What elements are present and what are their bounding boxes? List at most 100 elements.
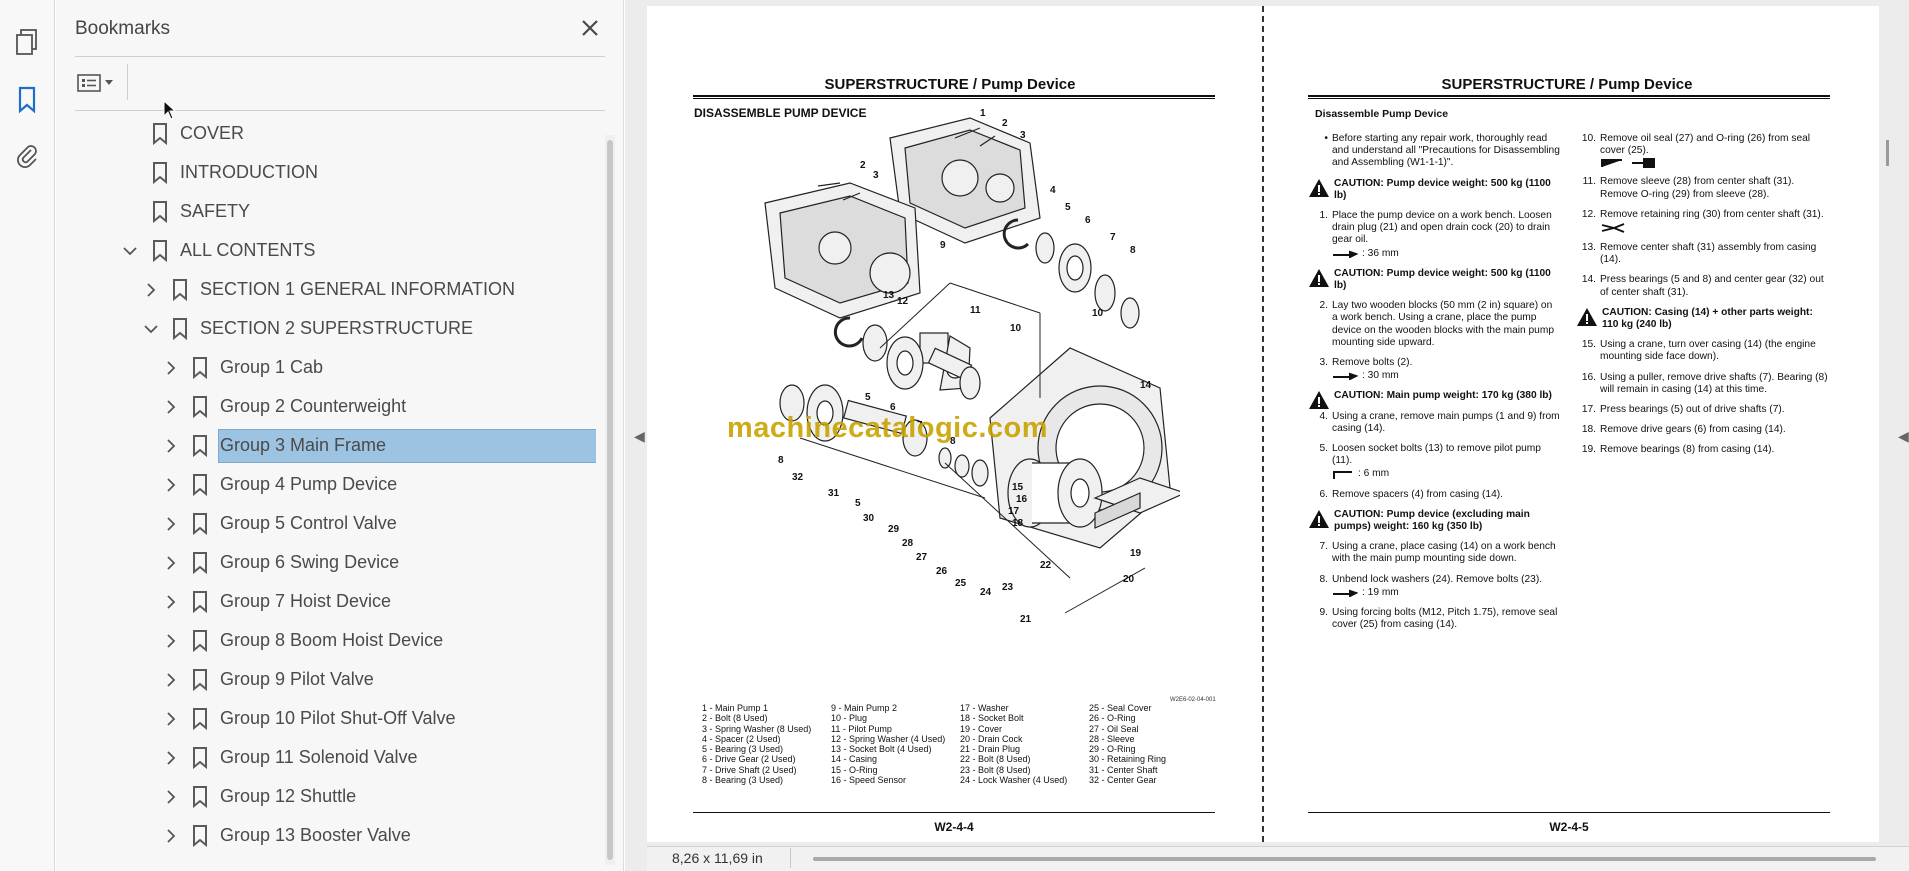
bookmark-item[interactable]: Group 5 Control Valve (56, 506, 596, 542)
chevron-right-icon[interactable] (162, 515, 180, 533)
svg-text:6: 6 (890, 402, 896, 413)
bookmark-item[interactable]: Group 1 Cab (56, 350, 596, 386)
chevron-right-icon[interactable] (162, 359, 180, 377)
bookmark-item[interactable]: Group 11 Solenoid Valve (56, 740, 596, 776)
step-14: 14.Press bearings (5 and 8) and center g… (1576, 274, 1828, 298)
chevron-right-icon[interactable] (162, 671, 180, 689)
tool-spec: : 30 mm (1332, 370, 1560, 382)
legend-column-4: 25 - Seal Cover 26 - O-Ring 27 - Oil Sea… (1089, 703, 1166, 785)
legend-item: 5 - Bearing (3 Used) (702, 744, 784, 755)
bookmark-icon (152, 201, 168, 224)
bookmark-label: Group 1 Cab (220, 357, 324, 377)
step-8: 8.Unbend lock washers (24). Remove bolts… (1308, 574, 1560, 599)
chevron-right-icon[interactable] (142, 281, 160, 299)
bookmarks-icon[interactable] (11, 84, 43, 116)
legend-item: 17 - Washer (960, 703, 1009, 713)
tool-size: : 30 mm (1362, 370, 1399, 382)
svg-text:5: 5 (865, 392, 871, 403)
bookmark-item[interactable]: Group 12 Shuttle (56, 779, 596, 815)
caution-text: CAUTION: Casing (14) + other parts weigh… (1602, 306, 1813, 331)
svg-text:31: 31 (828, 488, 840, 499)
step-5: 5.Loosen socket bolts (13) to remove pil… (1308, 443, 1560, 481)
panel-scrollbar-thumb[interactable] (607, 140, 613, 860)
bookmark-item[interactable]: Group 4 Pump Device (56, 467, 596, 503)
svg-text:21: 21 (1020, 614, 1032, 625)
caution-3: CAUTION: Main pump weight: 170 kg (380 l… (1308, 390, 1560, 410)
bookmark-item[interactable]: COVER (56, 116, 596, 152)
bookmark-item[interactable]: Group 7 Hoist Device (56, 584, 596, 620)
svg-text:14: 14 (1140, 380, 1152, 391)
chevron-down-icon[interactable] (121, 242, 139, 260)
bookmark-item[interactable]: Group 10 Pilot Shut-Off Valve (56, 701, 596, 737)
chevron-right-icon[interactable] (162, 476, 180, 494)
svg-text:2: 2 (1002, 118, 1008, 129)
status-divider (790, 848, 791, 868)
svg-text:27: 27 (916, 552, 928, 563)
bookmark-item[interactable]: INTRODUCTION (56, 155, 596, 191)
chevron-right-icon[interactable] (162, 827, 180, 845)
legend-item: 7 - Drive Shaft (2 Used) (702, 764, 797, 775)
legend-item: 20 - Drain Cock (960, 733, 1023, 744)
pliers-icon (1601, 223, 1625, 233)
tool-spec: : 6 mm (1332, 468, 1560, 480)
chevron-right-icon[interactable] (162, 437, 180, 455)
document-scrollbar-thumb[interactable] (1886, 140, 1889, 166)
step-text: Press bearings (5) out of drive shafts (… (1600, 404, 1785, 416)
svg-text:8: 8 (1130, 245, 1136, 256)
chevron-right-icon[interactable] (162, 593, 180, 611)
bookmark-item[interactable]: SECTION 2 SUPERSTRUCTURE (56, 311, 596, 347)
legend-item: 4 - Spacer (2 Used) (702, 733, 781, 744)
page-fold-line (1262, 6, 1264, 842)
tool-spec (1600, 158, 1828, 169)
step-3: 3.Remove bolts (2). : 30 mm (1308, 357, 1560, 382)
chevron-right-icon[interactable] (162, 554, 180, 572)
bookmark-item[interactable]: ALL CONTENTS (56, 233, 596, 269)
bookmark-icon (192, 357, 208, 380)
bookmark-label: Group 11 Solenoid Valve (220, 747, 418, 767)
collapse-panel-arrow-icon[interactable]: ◀ (634, 428, 645, 444)
tool-spec: : 36 mm (1332, 248, 1560, 260)
chevron-right-icon[interactable] (162, 632, 180, 650)
step-19: 19.Remove bearings (8) from casing (14). (1576, 444, 1828, 456)
bookmark-icon (192, 669, 208, 692)
step-text: Remove sleeve (28) from center shaft (31… (1600, 176, 1795, 200)
attachments-icon[interactable] (11, 140, 43, 172)
step-9: 9.Using forcing bolts (M12, Pitch 1.75),… (1308, 607, 1560, 631)
steps-column-2: 10.Remove oil seal (27) and O-ring (26) … (1576, 133, 1828, 465)
chevron-right-icon[interactable] (162, 749, 180, 767)
pages-thumbnails-icon[interactable] (11, 26, 43, 58)
bookmark-item[interactable]: SECTION 1 GENERAL INFORMATION (56, 272, 596, 308)
bookmark-icon (192, 435, 208, 458)
chevron-right-icon[interactable] (162, 710, 180, 728)
svg-text:8: 8 (950, 436, 956, 447)
bookmark-options-button[interactable] (73, 68, 121, 98)
intro-note: •Before starting any repair work, thorou… (1324, 133, 1560, 169)
bookmark-item[interactable]: Group 2 Counterweight (56, 389, 596, 425)
list-options-icon (77, 74, 101, 92)
legend-item: 8 - Bearing (3 Used) (702, 775, 784, 786)
bookmark-item[interactable]: Group 13 Booster Valve (56, 818, 596, 854)
step-10: 10.Remove oil seal (27) and O-ring (26) … (1576, 133, 1828, 169)
chevron-down-icon[interactable] (142, 320, 160, 338)
legend-item: 1 - Main Pump 1 (702, 703, 769, 713)
bookmark-item[interactable]: Group 8 Boom Hoist Device (56, 623, 596, 659)
horizontal-scrollbar[interactable] (813, 857, 1876, 861)
step-text: Using a crane, turn over casing (14) (th… (1600, 339, 1816, 363)
bookmark-item[interactable]: Group 9 Pilot Valve (56, 662, 596, 698)
expand-right-panel-arrow-icon[interactable]: ◀ (1898, 428, 1909, 444)
close-panel-button[interactable] (576, 14, 604, 42)
caution-1: CAUTION: Pump device weight: 500 kg (110… (1308, 178, 1560, 202)
svg-text:17: 17 (1008, 506, 1020, 517)
svg-text:11: 11 (970, 305, 981, 316)
right-page-subtitle: Disassemble Pump Device (1315, 108, 1449, 120)
bookmark-icon (152, 123, 168, 146)
legend-item: 22 - Bolt (8 Used) (960, 754, 1031, 765)
bookmark-icon (192, 513, 208, 536)
chevron-right-icon[interactable] (162, 398, 180, 416)
bookmark-item[interactable]: SAFETY (56, 194, 596, 230)
chevron-right-icon[interactable] (162, 788, 180, 806)
legend-item: 11 - Pilot Pump (831, 723, 892, 734)
bookmark-item[interactable]: Group 3 Main Frame (56, 428, 596, 464)
bookmark-item[interactable]: Group 6 Swing Device (56, 545, 596, 581)
